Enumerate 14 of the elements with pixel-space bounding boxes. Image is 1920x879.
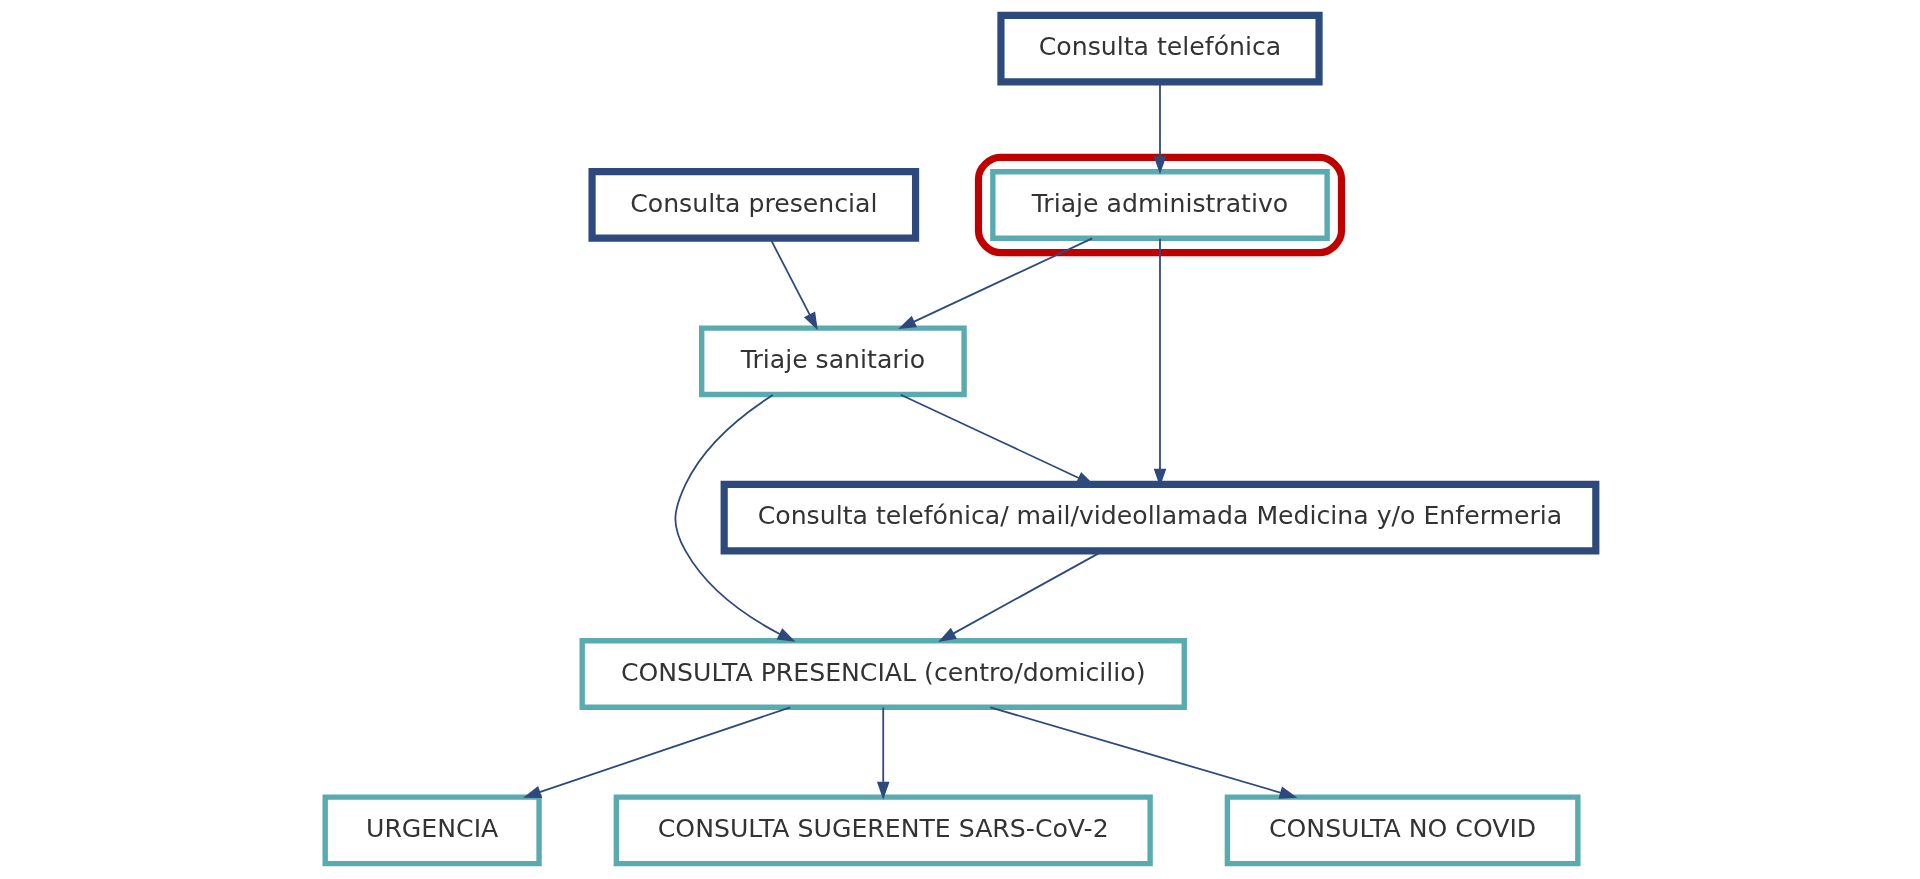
node-box: CONSULTA SUGERENTE SARS-CoV-2 — [613, 794, 1153, 867]
node-box: Consulta telefónica/ mail/videollamada Medicina y/o Enfermeria — [720, 480, 1599, 555]
node-box: CONSULTA NO COVID — [1224, 794, 1581, 867]
arrow — [988, 706, 1297, 799]
arrow — [522, 706, 791, 798]
arrow — [876, 706, 889, 800]
node-box: URGENCIA — [322, 794, 542, 867]
node-box: Triaje administrativo — [989, 169, 1330, 241]
node-box: Consulta telefónica — [996, 11, 1323, 86]
arrow — [897, 237, 1093, 330]
node-box: Consulta presencial — [587, 168, 919, 242]
arrow — [674, 394, 795, 642]
node-box: Triaje sanitario — [698, 325, 967, 398]
node-box: CONSULTA PRESENCIAL (centro/domicilio) — [579, 638, 1187, 710]
